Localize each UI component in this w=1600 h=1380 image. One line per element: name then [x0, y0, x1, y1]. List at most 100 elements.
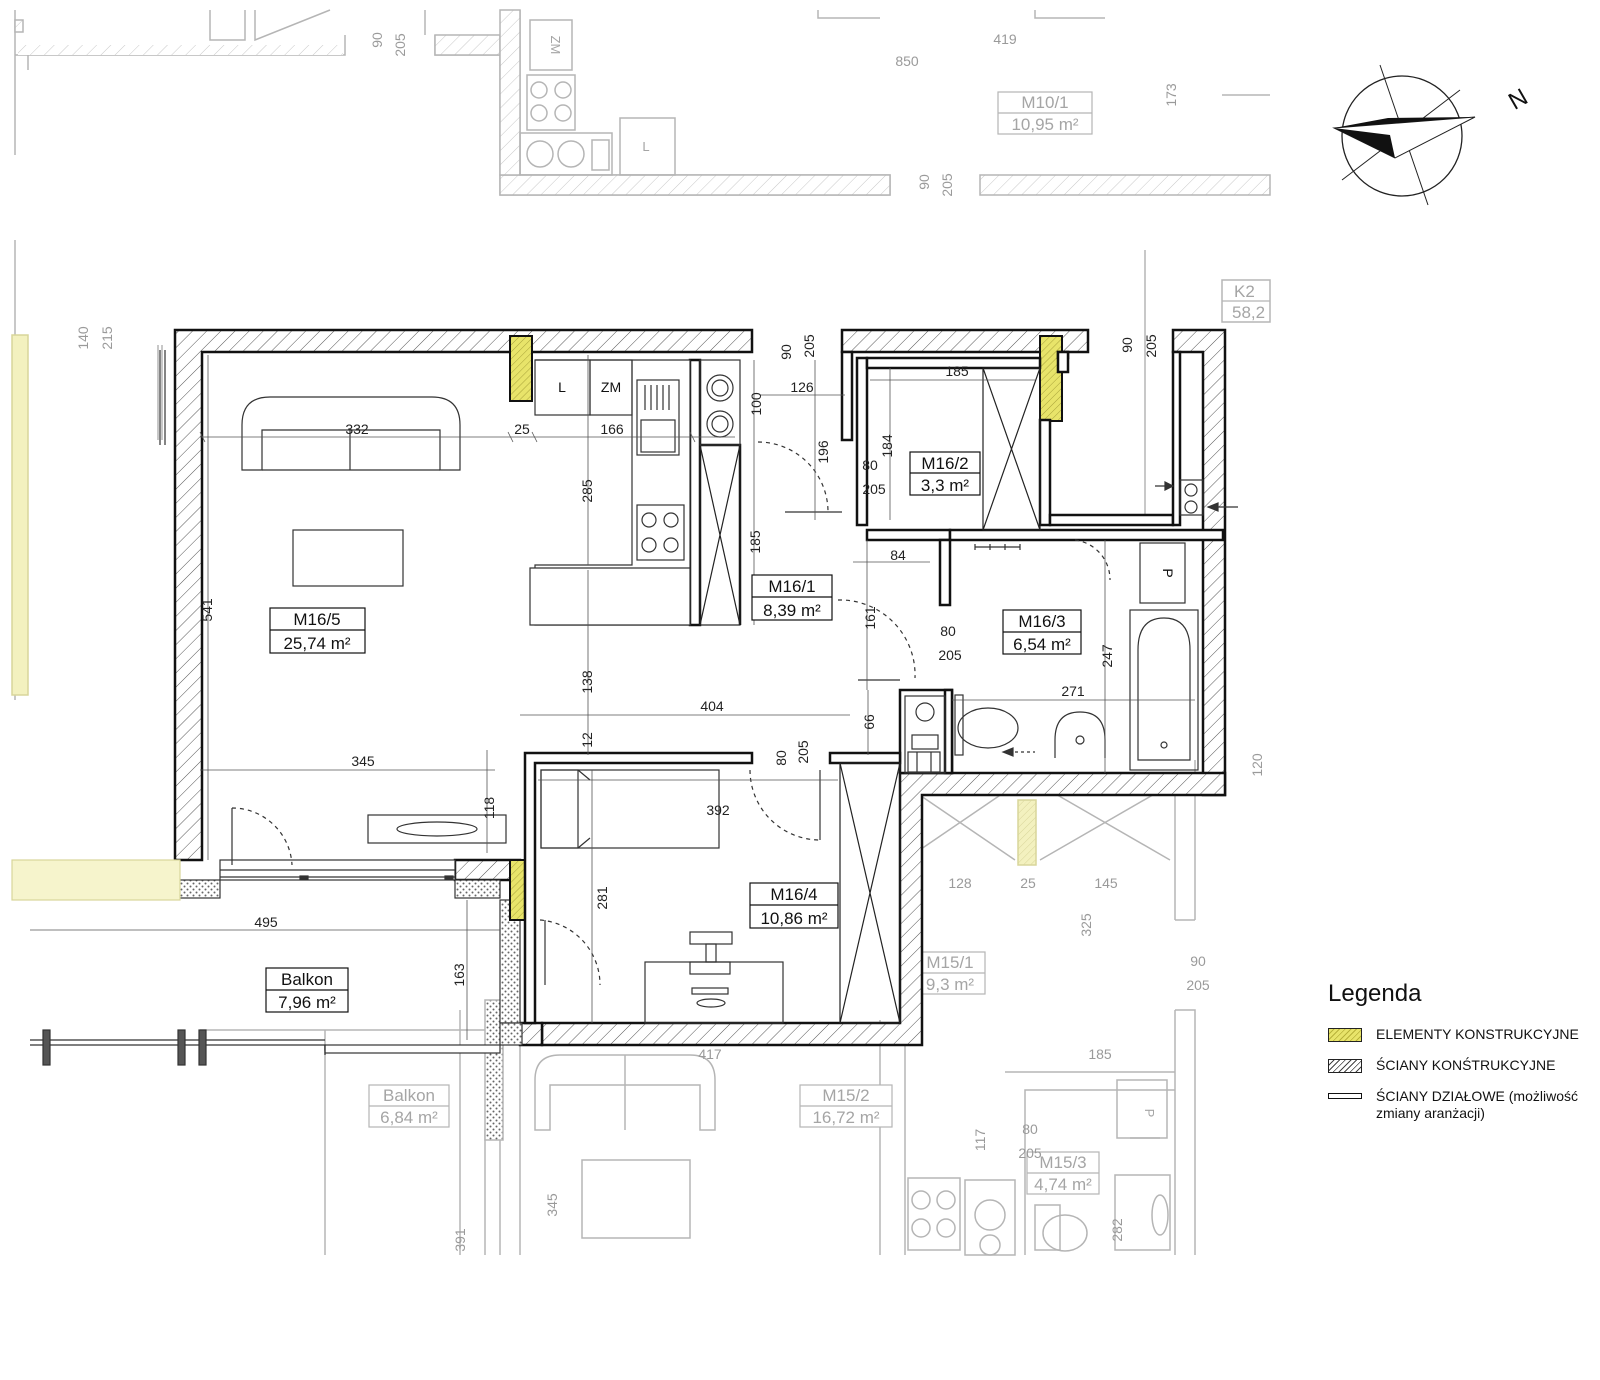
dim-285: 285: [579, 479, 595, 503]
room-m16-3: M16/3 6,54 m²: [1002, 609, 1082, 655]
dim-80-bath: 80: [940, 623, 956, 639]
dim-90-top2: 90: [916, 174, 932, 190]
neighbor-room-m15-2-name: M15/2: [822, 1086, 869, 1105]
dimension-lines: [30, 355, 1195, 1040]
dim-345-bottom: 345: [544, 1193, 560, 1217]
dim-80-closet: 80: [862, 457, 878, 473]
dim-325: 325: [1078, 913, 1094, 937]
legend-item-partition-walls: ŚCIANY DZIAŁOWE (możliwość zmiany aranża…: [1328, 1088, 1598, 1122]
openings: [30, 350, 1238, 1066]
legend: Legenda ELEMENTY KONSTRUKCYJNE ŚCIANY KO…: [1328, 980, 1598, 1136]
room-m16-2: M16/2 3,3 m²: [909, 451, 981, 496]
room-m16-3-name: M16/3: [1018, 612, 1065, 631]
neighbor-appliance-dryer: P: [1142, 1109, 1157, 1118]
neighbor-room-m15-3-area: 4,74 m²: [1034, 1175, 1092, 1194]
legend-title: Legenda: [1328, 980, 1422, 1007]
dim-185-bottom: 185: [1088, 1046, 1112, 1062]
dim-117: 117: [972, 1129, 988, 1152]
dim-138: 138: [579, 670, 595, 694]
dim-120: 120: [1249, 753, 1265, 777]
dim-495: 495: [254, 914, 278, 930]
legend-swatch-hatch-icon: [1328, 1059, 1362, 1073]
dim-84: 84: [890, 547, 906, 563]
dim-185-closet: 185: [945, 363, 969, 379]
dim-185-hall: 185: [747, 530, 763, 554]
dim-205-a: 205: [801, 334, 817, 358]
room-balkon-name: Balkon: [281, 970, 333, 989]
neighbor-room-m10-1-name: M10/1: [1021, 93, 1068, 112]
appliance-labels: L ZM P: [558, 379, 1176, 578]
dim-392: 392: [706, 802, 730, 818]
dim-419: 419: [993, 31, 1017, 47]
dim-145: 145: [1094, 875, 1118, 891]
neighbor-room-m15-2-area: 16,72 m²: [812, 1108, 879, 1127]
room-m16-4-name: M16/4: [770, 885, 817, 904]
neighbor-labels: M10/1 10,95 m² K2 58,2 M15/1 9,3 m² M15/…: [368, 36, 1270, 1195]
room-m16-2-name: M16/2: [921, 454, 968, 473]
dim-90-top: 90: [369, 32, 385, 48]
neighbor-room-m10-1-area: 10,95 m²: [1011, 115, 1078, 134]
dim-205-bath: 205: [938, 647, 962, 663]
dim-173: 173: [1163, 83, 1179, 107]
room-balkon: Balkon 7,96 m²: [265, 967, 349, 1013]
dim-205-bottom: 205: [1018, 1145, 1042, 1161]
legend-swatch-yellow-icon: [1328, 1028, 1362, 1042]
dim-205-right: 205: [1186, 977, 1210, 993]
dim-90-b: 90: [1119, 337, 1135, 353]
dim-850: 850: [895, 53, 919, 69]
room-m16-5-name: M16/5: [293, 610, 340, 629]
dim-205-top2: 205: [939, 173, 955, 197]
neighbor-dimensions: 419 850 173 90 205 90 205 140 215 120 27…: [75, 31, 1265, 1252]
compass-north-label: N: [1504, 83, 1533, 115]
dim-271: 271: [1061, 683, 1085, 699]
dim-90-a: 90: [778, 344, 794, 360]
wardrobes: [699, 367, 1041, 1024]
neighbor-room-k2-name: K2: [1234, 282, 1255, 301]
dim-247: 247: [1099, 644, 1115, 668]
legend-item-label: ŚCIANY DZIAŁOWE (możliwość zmiany aranża…: [1376, 1088, 1578, 1121]
dim-205-top: 205: [392, 33, 408, 57]
dim-25-b: 25: [1020, 875, 1036, 891]
appliance-dryer: P: [1160, 568, 1176, 577]
dim-282: 282: [1109, 1218, 1125, 1242]
dim-80-bedroom: 80: [773, 750, 789, 766]
furniture: [241, 359, 1204, 1024]
room-m16-1-area: 8,39 m²: [763, 601, 821, 620]
room-m16-2-area: 3,3 m²: [921, 476, 970, 495]
dim-541: 541: [199, 598, 215, 622]
neighbor-room-m15-1-name: M15/1: [926, 953, 973, 972]
dim-196: 196: [815, 440, 831, 464]
dim-140: 140: [75, 326, 91, 350]
neighbor-room-m15-1-area: 9,3 m²: [926, 975, 975, 994]
dim-184: 184: [879, 434, 895, 458]
neighbor-room-k2-area: 58,2: [1232, 303, 1265, 322]
neighbor-appliance-fridge: L: [642, 139, 649, 154]
legend-item-constructive-walls: ŚCIANY KONŚTRUKCYJNE: [1328, 1057, 1598, 1074]
dim-166: 166: [600, 421, 624, 437]
dim-391: 391: [452, 1228, 468, 1252]
dim-118: 118: [481, 797, 497, 820]
room-m16-4-area: 10,86 m²: [760, 909, 827, 928]
dim-205-b: 205: [1143, 334, 1159, 358]
dim-12: 12: [579, 732, 595, 748]
dim-80-bottom: 80: [1022, 1121, 1038, 1137]
dim-404: 404: [700, 698, 724, 714]
neighbor-appliance-freezer: ZM: [548, 36, 563, 55]
room-m16-1: M16/1 8,39 m²: [751, 574, 833, 621]
dim-417: 417: [698, 1046, 722, 1062]
neighbor-context: [11, 9, 1271, 1256]
main-dimensions: 332 25 166 285 541 138 404 12 345 118 39…: [199, 334, 1159, 987]
room-m16-5: M16/5 25,74 m²: [269, 607, 366, 654]
structural-walls: [173, 328, 1227, 1047]
dim-25: 25: [514, 421, 530, 437]
legend-item-constructive-elements: ELEMENTY KONSTRUKCYJNE: [1328, 1026, 1598, 1043]
room-balkon-area: 7,96 m²: [278, 993, 336, 1012]
dim-345: 345: [351, 753, 375, 769]
room-m16-1-name: M16/1: [768, 577, 815, 596]
dim-100: 100: [748, 392, 764, 416]
north-compass: N: [1332, 64, 1533, 206]
dim-215: 215: [99, 326, 115, 350]
dim-281: 281: [594, 886, 610, 910]
room-m16-5-area: 25,74 m²: [283, 634, 350, 653]
